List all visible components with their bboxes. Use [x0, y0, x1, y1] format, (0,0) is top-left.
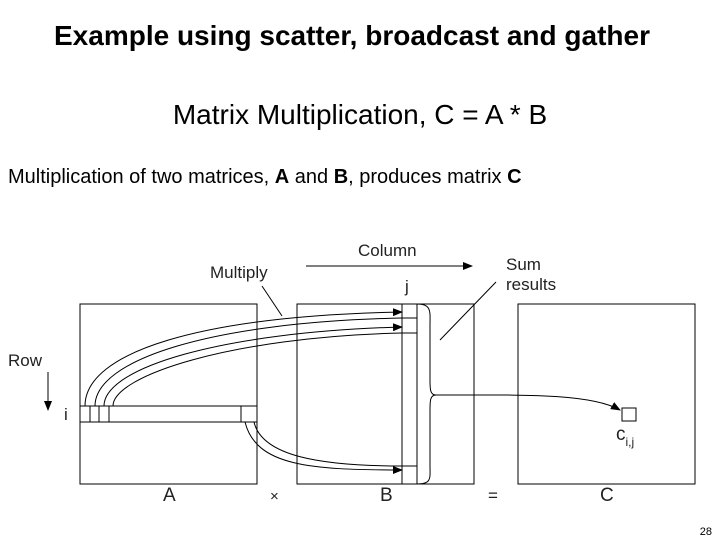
element-cij-box: [621, 407, 637, 422]
slide-subtitle: Matrix Multiplication, C = A * B: [172, 99, 548, 130]
description-text-3: , produces matrix: [348, 166, 508, 188]
result-arrow: [435, 394, 621, 411]
label-c: c: [616, 424, 626, 445]
description-matrix-b: B: [333, 166, 349, 188]
sum-results-pointer: [439, 281, 497, 341]
label-column: Column: [358, 241, 417, 260]
description: Multiplication of two matrices, A and B,…: [8, 166, 522, 189]
matrix-b-box: [296, 303, 475, 485]
label-cij: ci,j: [616, 424, 634, 449]
slide-title: Example using scatter, broadcast and gat…: [54, 20, 650, 51]
label-multiply: Multiply: [210, 263, 268, 282]
matrix-a-box: [79, 303, 258, 485]
sum-brace: [416, 303, 437, 485]
multiply-pointer: [261, 285, 283, 317]
label-matrix-c: C: [600, 485, 614, 506]
label-row: Row: [8, 351, 43, 370]
multiply-arrows: [84, 308, 403, 474]
label-i: i: [64, 405, 68, 424]
row-i-strip: [79, 405, 258, 423]
label-matrix-b: B: [380, 485, 393, 506]
description-matrix-c: C: [507, 166, 522, 188]
label-j: j: [404, 277, 409, 296]
label-matrix-a: A: [163, 485, 176, 506]
matrix-c-box: [517, 303, 696, 485]
label-sum: Sum: [506, 255, 541, 274]
description-matrix-a: A: [274, 166, 290, 188]
label-c-subscript: i,j: [626, 435, 635, 449]
label-times: ×: [270, 488, 279, 505]
page-number: 28: [699, 526, 712, 538]
label-results: results: [506, 275, 556, 294]
description-text-2: and: [289, 166, 334, 188]
label-equals: =: [488, 486, 498, 505]
column-j-strip: [401, 303, 418, 485]
description-text-1: Multiplication of two matrices,: [8, 166, 275, 188]
